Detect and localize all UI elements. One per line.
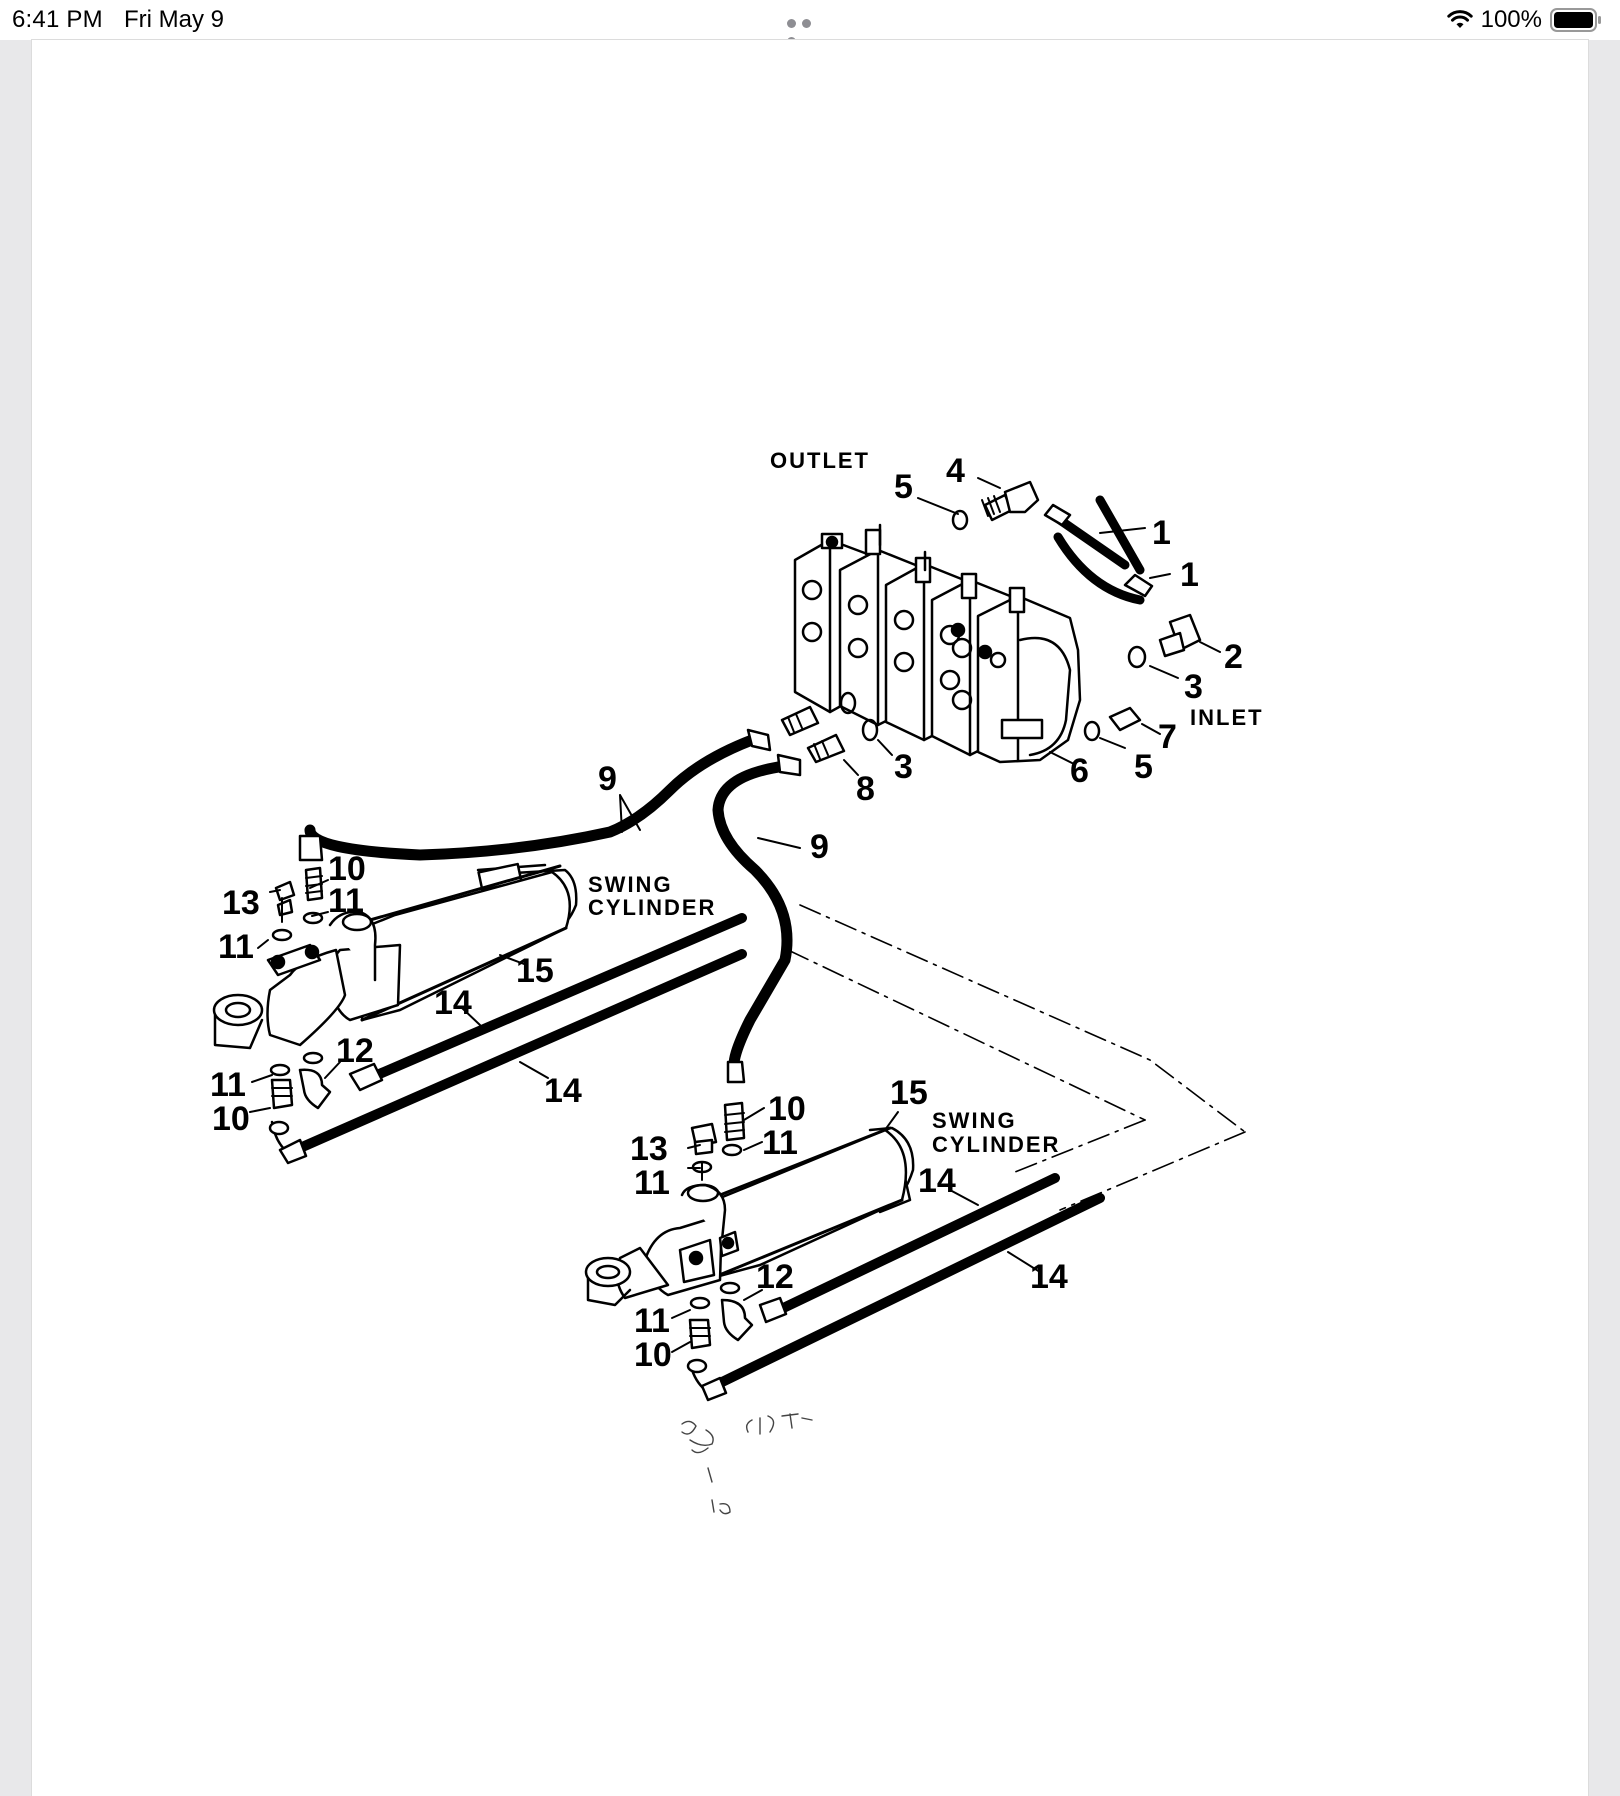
callout-12: 12 xyxy=(336,1032,374,1070)
callout-13: 13 xyxy=(222,884,260,922)
swing-cylinder-left-label-2: CYLINDER xyxy=(588,895,716,920)
callout-14: 14 xyxy=(434,984,472,1022)
inlet-label: INLET xyxy=(1190,705,1264,730)
dashed-connection-lines xyxy=(787,904,1246,1211)
status-indicators: 100% xyxy=(1446,4,1602,36)
callout-11: 11 xyxy=(634,1302,670,1340)
callout-3: 3 xyxy=(1184,668,1203,706)
callout-14: 14 xyxy=(544,1072,582,1110)
document-page xyxy=(32,40,1588,1796)
callout-7: 7 xyxy=(1158,718,1177,756)
swing-cylinder-right xyxy=(584,1126,915,1307)
callout-10: 10 xyxy=(634,1336,672,1374)
leader-lines xyxy=(249,477,1221,1353)
status-date: Fri May 9 xyxy=(124,6,225,33)
status-bar: 6:41 PM Fri May 9 100% xyxy=(0,0,1620,46)
callout-1: 1 xyxy=(1152,514,1171,552)
supply-hoses xyxy=(298,728,802,1084)
left-cylinder-hoses xyxy=(278,913,747,1165)
callout-11: 11 xyxy=(634,1164,670,1202)
status-time: 6:41 PM xyxy=(12,6,103,33)
pressure-hoses xyxy=(1043,495,1154,605)
callout-15: 15 xyxy=(890,1074,928,1112)
callout-5: 5 xyxy=(1134,748,1153,786)
callout-3: 3 xyxy=(894,748,913,786)
diagram-text-labels: OUTLET INLET SWING CYLINDER SWING CYLIND… xyxy=(210,448,1264,1374)
swing-cylinder-right-label-2: CYLINDER xyxy=(932,1132,1060,1157)
callout-6: 6 xyxy=(1070,752,1089,790)
callout-14: 14 xyxy=(918,1162,956,1200)
callout-11: 11 xyxy=(218,928,254,966)
callout-11: 11 xyxy=(210,1066,246,1104)
callout-9: 9 xyxy=(810,828,829,866)
callout-12: 12 xyxy=(756,1258,794,1296)
handwritten-scribble xyxy=(681,1413,813,1515)
callout-1: 1 xyxy=(1180,556,1199,594)
right-cylinder-fittings xyxy=(686,1101,754,1390)
swing-cylinder-left xyxy=(212,862,578,1050)
callout-14: 14 xyxy=(1030,1258,1068,1296)
callout-11: 11 xyxy=(328,882,364,920)
swing-cylinder-left-label-1: SWING xyxy=(588,872,673,897)
callout-13: 13 xyxy=(630,1130,668,1168)
inlet-elbow-fitting xyxy=(1127,613,1202,669)
callout-4: 4 xyxy=(946,452,965,490)
outlet-label: OUTLET xyxy=(770,448,870,473)
control-valve xyxy=(793,523,1082,764)
swing-cylinder-right-label-1: SWING xyxy=(932,1108,1017,1133)
callout-9: 9 xyxy=(598,760,617,798)
callout-10: 10 xyxy=(328,850,366,888)
right-cylinder-hoses xyxy=(700,1173,1105,1402)
callout-5: 5 xyxy=(894,468,913,506)
left-cylinder-fittings xyxy=(268,866,332,1152)
wifi-icon xyxy=(1446,10,1473,28)
outlet-elbow-fitting xyxy=(951,480,1040,531)
callout-10: 10 xyxy=(768,1090,806,1128)
battery-percentage: 100% xyxy=(1480,6,1542,33)
callout-10: 10 xyxy=(212,1100,250,1138)
battery-icon xyxy=(1550,8,1601,32)
callout-8: 8 xyxy=(856,770,875,808)
callout-11: 11 xyxy=(762,1124,798,1162)
callout-2: 2 xyxy=(1224,638,1243,676)
callout-15: 15 xyxy=(516,952,554,990)
